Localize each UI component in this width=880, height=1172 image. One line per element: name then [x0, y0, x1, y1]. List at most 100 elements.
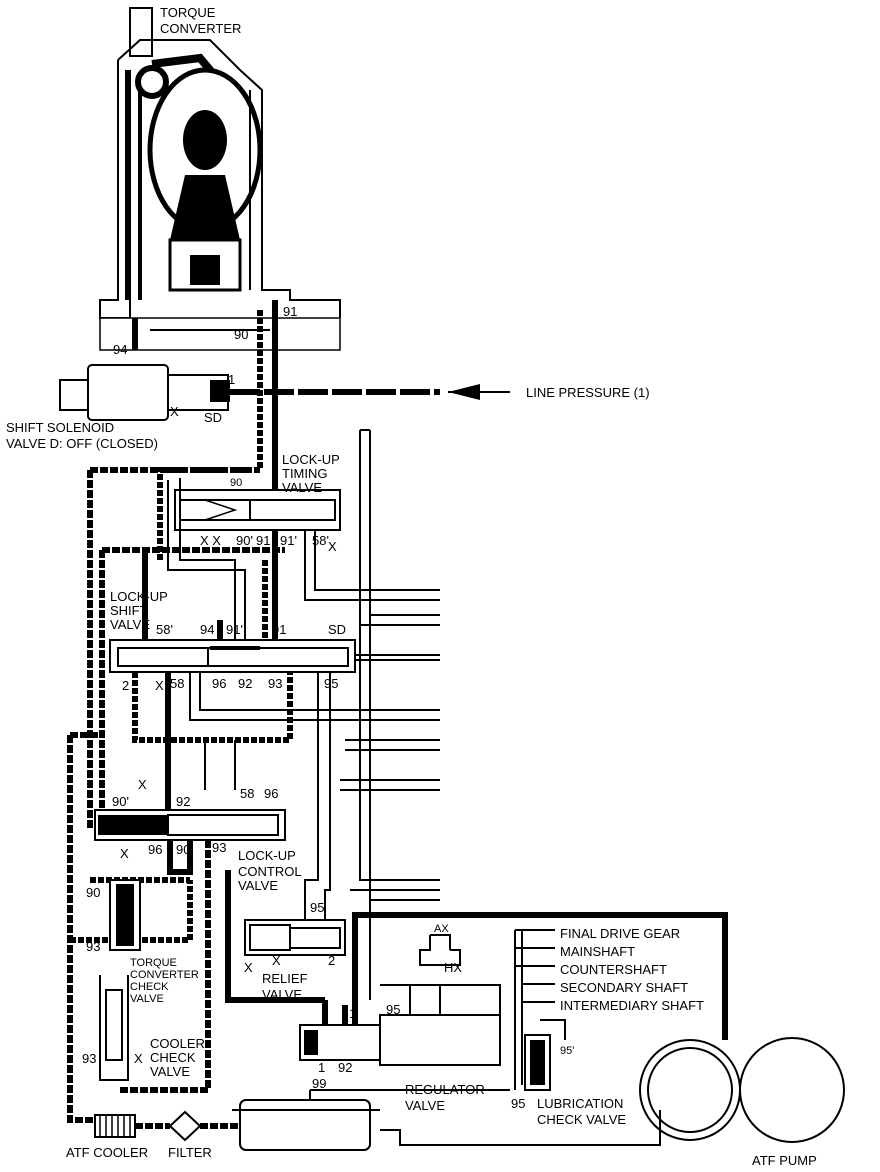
port-90-top: 90 [234, 327, 248, 342]
ctrl-port-96: 96 [148, 842, 162, 857]
lub-out-3: COUNTERSHAFT [560, 962, 667, 977]
relief-valve: 95 X X 2 RELIEF VALVE [244, 900, 346, 1002]
timing-label-1: LOCK-UP [282, 452, 340, 467]
tcc-label-3: CHECK [130, 981, 169, 993]
shift-port-91: 91 [272, 622, 286, 637]
shift-port-92: 92 [238, 676, 252, 691]
tc-label-1: TORQUE [160, 5, 216, 20]
tcc-label-4: VALVE [130, 993, 164, 1005]
shift-label-2: SHIFT [110, 603, 148, 618]
ctrl-port-x-top: X [138, 777, 147, 792]
sol-port-x: X [170, 404, 179, 419]
reg-port-ax: AX [434, 923, 449, 935]
shift-port-95: 95 [324, 676, 338, 691]
timing-label-3: VALVE [282, 480, 322, 495]
shift-port-2: 2 [122, 678, 129, 693]
ctrl-label-2: CONTROL [238, 864, 302, 879]
ctrl-port-x-bot: X [120, 846, 129, 861]
relief-label-2: VALVE [262, 987, 302, 1002]
solenoid-label-1: SHIFT SOLENOID [6, 420, 114, 435]
pump-label: ATF PUMP [752, 1153, 817, 1168]
shift-port-58p: 58' [156, 622, 173, 637]
lub-out-5: INTERMEDIARY SHAFT [560, 998, 704, 1013]
timing-port-xx: X X [200, 533, 221, 548]
cooler-label: ATF COOLER [66, 1145, 148, 1160]
cool-port-x: X [134, 1051, 143, 1066]
atf-pump: ATF PUMP [639, 1037, 845, 1168]
lockup-shift-valve: LOCK-UP SHIFT VALVE 58' 94 91' 91 SD 2 X… [109, 589, 356, 693]
shift-port-96: 96 [212, 676, 226, 691]
ctrl-label-1: LOCK-UP [238, 848, 296, 863]
reg-label-2: VALVE [405, 1098, 445, 1113]
line-pressure-label: LINE PRESSURE (1) [526, 385, 650, 400]
timing-port-90: 90 [230, 477, 242, 489]
tcc-label-2: CONVERTER [130, 969, 199, 981]
reg-port-hx: HX [444, 960, 462, 975]
reg-port-92: 92 [338, 1060, 352, 1075]
tcc-port-90: 90 [86, 885, 100, 900]
reg-port-1b: 1 [318, 1060, 325, 1075]
timing-pipes [87, 429, 440, 830]
port-91-top: 91 [283, 304, 297, 319]
tcc-label-1: TORQUE [130, 957, 177, 969]
port-94-top: 94 [113, 342, 127, 357]
reservoir-filter-cooler: 99 ATF COOLER FILTER [66, 1076, 661, 1160]
lockup-timing-valve: LOCK-UP TIMING VALVE 90 X X 90' 91 91' 5… [174, 452, 341, 554]
relief-label-1: RELIEF [262, 971, 308, 986]
timing-port-90p: 90' [236, 533, 253, 548]
cool-label-2: CHECK [150, 1050, 196, 1065]
reg-port-95: 95 [386, 1002, 400, 1017]
relief-port-x1: X [244, 960, 253, 975]
cool-label-1: COOLER [150, 1036, 205, 1051]
solenoid-label-2: VALVE D: OFF (CLOSED) [6, 436, 158, 451]
shift-port-x: X [155, 678, 164, 693]
timing-label-2: TIMING [282, 466, 328, 481]
port-99: 99 [312, 1076, 326, 1091]
filter-label: FILTER [168, 1145, 212, 1160]
torque-converter: TORQUE CONVERTER [99, 5, 341, 319]
lub-out-4: SECONDARY SHAFT [560, 980, 688, 995]
ctrl-label-3: VALVE [238, 878, 278, 893]
regulator-valve: AX HX 1 95 1 92 REGULATOR VALVE [299, 912, 728, 1113]
lub-port-95p: 95' [560, 1045, 574, 1057]
relief-port-95: 95 [310, 900, 324, 915]
lub-label-2: CHECK VALVE [537, 1112, 626, 1127]
lub-label-1: LUBRICATION [537, 1096, 623, 1111]
shift-port-93: 93 [268, 676, 282, 691]
timing-port-91: 91 [256, 533, 270, 548]
cool-port-93: 93 [82, 1051, 96, 1066]
lockup-control-valve: X 90' 92 58 96 X 96 90 93 LOCK-UP CONTRO… [94, 777, 302, 893]
ctrl-port-93: 93 [212, 840, 226, 855]
ctrl-port-92: 92 [176, 794, 190, 809]
shift-port-58: 58 [170, 676, 184, 691]
shift-port-91p: 91' [226, 622, 243, 637]
tc-check-valve: 90 93 TORQUE CONVERTER CHECK VALVE [86, 879, 199, 1005]
tcc-port-93: 93 [86, 939, 100, 954]
ctrl-port-90p: 90' [112, 794, 129, 809]
lub-port-95: 95 [511, 1096, 525, 1111]
lubrication-system: 95' 95 LUBRICATION CHECK VALVE FINAL DRI… [511, 926, 704, 1127]
shift-port-sd: SD [328, 622, 346, 637]
lub-out-2: MAINSHAFT [560, 944, 635, 959]
timing-port-x: X [328, 539, 337, 554]
shift-solenoid: 1 X SD SHIFT SOLENOID VALVE D: OFF (CLOS… [6, 364, 440, 451]
relief-port-x2: X [272, 953, 281, 968]
line-pressure-indicator: LINE PRESSURE (1) [448, 384, 650, 400]
timing-port-58p: 58' [312, 533, 329, 548]
timing-port-91p: 91' [280, 533, 297, 548]
shift-label-3: VALVE [110, 617, 150, 632]
ctrl-port-58: 58 [240, 786, 254, 801]
tc-label-2: CONVERTER [160, 21, 241, 36]
shift-port-94: 94 [200, 622, 214, 637]
ctrl-port-96-top: 96 [264, 786, 278, 801]
reg-port-1: 1 [349, 1006, 356, 1021]
shift-label-1: LOCK-UP [110, 589, 168, 604]
ctrl-port-90: 90 [176, 842, 190, 857]
cool-label-3: VALVE [150, 1064, 190, 1079]
relief-port-2: 2 [328, 953, 335, 968]
cooler-check-valve: 93 X COOLER CHECK VALVE [82, 975, 205, 1081]
sol-port-sd: SD [204, 410, 222, 425]
lub-out-1: FINAL DRIVE GEAR [560, 926, 680, 941]
